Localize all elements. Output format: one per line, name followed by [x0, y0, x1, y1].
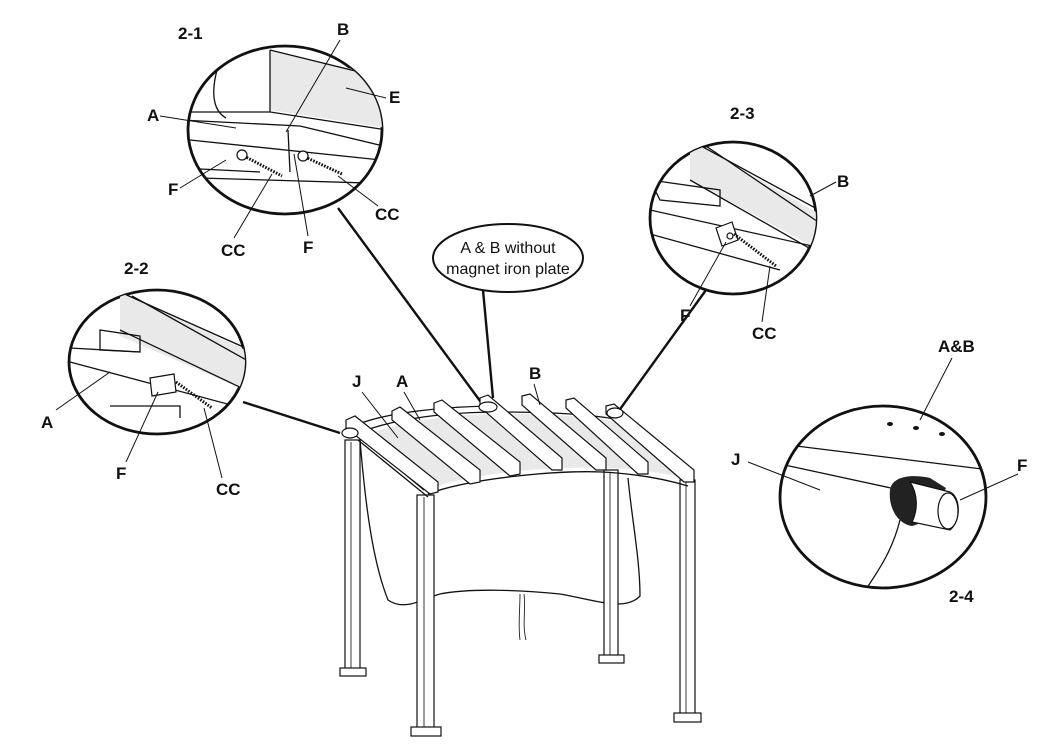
d21-label-b: B [337, 20, 349, 39]
detail-2-4: 2-4 A&B J F [731, 337, 1027, 606]
d24-label-f: F [1017, 456, 1027, 475]
leader-main-b [533, 383, 541, 406]
canopy-tie-2 [523, 593, 527, 641]
d23-leader-f [689, 241, 727, 307]
note-bubble: A & B without magnet iron plate [432, 223, 584, 293]
connector-2-3 [617, 289, 707, 413]
note-line-2: magnet iron plate [446, 261, 570, 278]
detail-2-3: 2-3 B F CC [648, 104, 849, 343]
d21-leader-b [285, 39, 341, 133]
note-line-1: A & B without [460, 240, 556, 257]
d24-label-ab: A&B [938, 337, 975, 356]
d21-label-f: F [168, 180, 178, 199]
joint-left [341, 427, 359, 439]
detail-2-4-circle [778, 404, 988, 590]
joint-right [606, 407, 624, 419]
main-label-j: J [352, 372, 361, 391]
d21-label-cc-1: CC [221, 241, 246, 260]
d23-leader-b [809, 181, 837, 197]
main-label-b: B [529, 364, 541, 383]
d22-label-f: F [116, 464, 126, 483]
post-back-right [598, 469, 625, 664]
d21-leader-f2 [293, 153, 309, 237]
connector-lines [242, 207, 707, 435]
d23-leader-cc [761, 265, 771, 323]
d22-label-cc: CC [216, 480, 241, 499]
d22-title: 2-2 [124, 259, 149, 278]
d23-label-cc: CC [752, 324, 777, 343]
d21-label-e: E [389, 88, 400, 107]
leader-main-a [403, 391, 421, 421]
roof-rail-left-side-2 [357, 439, 429, 498]
cross-slats [345, 393, 695, 495]
d22-leader-f [125, 391, 159, 463]
d24-label-j: J [731, 450, 740, 469]
d21-title: 2-1 [178, 24, 203, 43]
d24-leader-f [959, 473, 1019, 501]
d21-label-a: A [147, 106, 159, 125]
d21-label-f-2: F [303, 238, 313, 257]
post-front-right [673, 479, 702, 723]
d23-title: 2-3 [730, 104, 755, 123]
d22-leader-cc [203, 407, 223, 479]
d23-label-f: F [680, 306, 690, 325]
d21-leader-f [179, 159, 227, 189]
d24-leader-ab [919, 357, 953, 421]
connector-2-1 [337, 207, 484, 406]
detail-2-2: 2-2 A F CC [41, 259, 247, 499]
joint-center [478, 401, 498, 413]
d24-leader-j [747, 461, 821, 491]
d23-label-b: B [837, 172, 849, 191]
post-front-left [410, 494, 442, 737]
connector-note [481, 289, 495, 399]
canopy-fabric [359, 439, 641, 606]
main-label-a: A [396, 372, 408, 391]
d21-leader-e [345, 87, 387, 99]
note-ellipse [432, 223, 584, 293]
post-back-left [339, 439, 367, 677]
d22-leader-a [55, 371, 111, 411]
d24-title: 2-4 [949, 587, 974, 606]
leader-main-j [361, 391, 399, 439]
d22-label-a: A [41, 413, 53, 432]
canopy-tie [518, 593, 521, 641]
d21-label-cc-2: CC [375, 205, 400, 224]
pergola-main: J A B [339, 364, 702, 737]
d21-leader-cc1 [233, 173, 273, 239]
connector-2-2 [242, 400, 341, 435]
d21-leader-a [159, 115, 237, 129]
detail-2-1: 2-1 B E A F CC CC F [147, 20, 400, 260]
d21-leader-cc2 [337, 175, 379, 207]
